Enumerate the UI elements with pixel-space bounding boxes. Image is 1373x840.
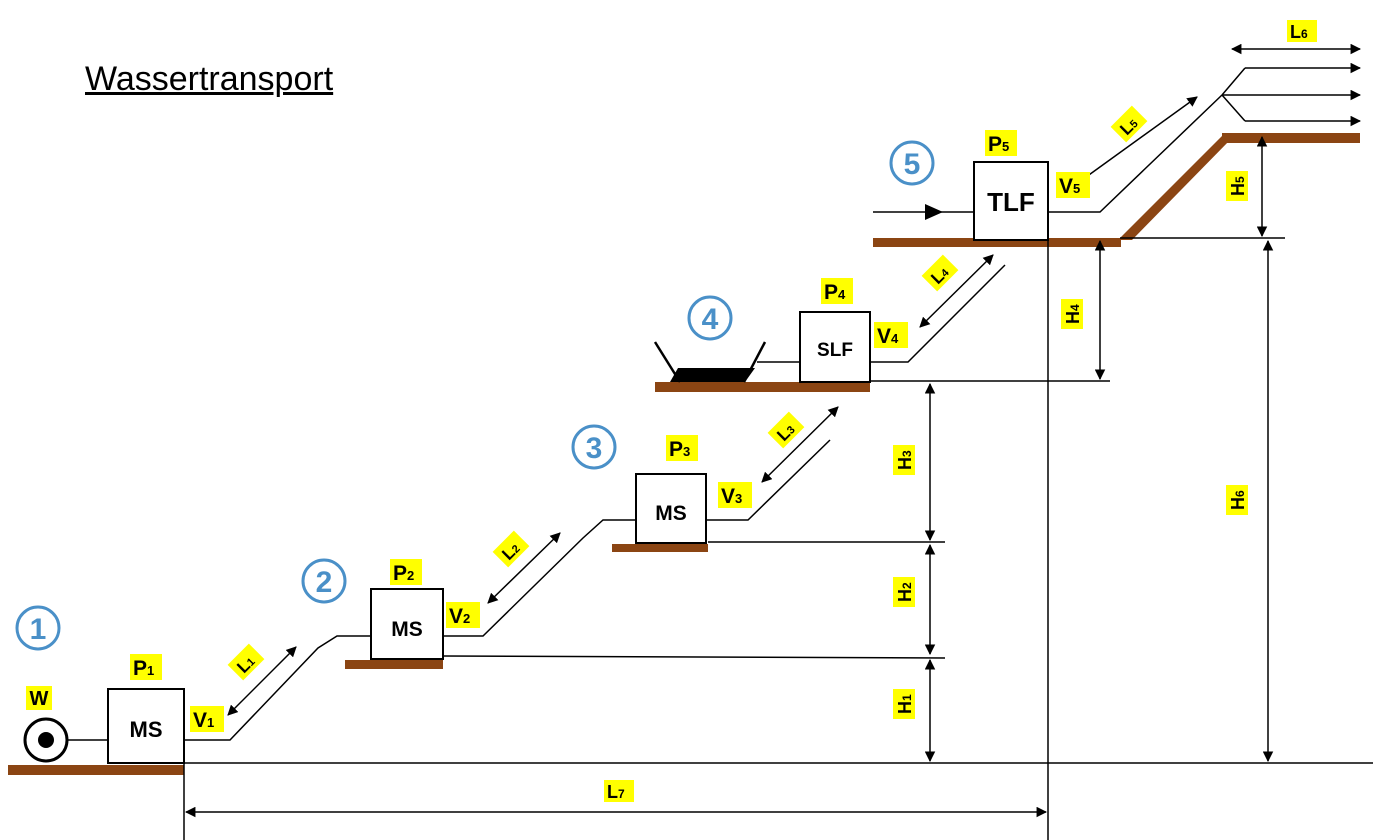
ground-station-5 — [873, 238, 1121, 247]
water-source-dot — [38, 732, 54, 748]
svg-text:P4: P4 — [824, 281, 846, 304]
level-line-2 — [442, 655, 946, 659]
length-arrow-3 — [761, 406, 839, 483]
basin-wall-right — [742, 341, 767, 383]
svg-text:H2: H2 — [895, 582, 915, 602]
pump-label-3: MS — [655, 502, 687, 525]
pressure-label-3: P3 — [666, 435, 698, 461]
length-label-5: L5 — [1110, 105, 1148, 143]
svg-text:P3: P3 — [669, 438, 690, 461]
svg-text:L6: L6 — [1290, 22, 1308, 42]
svg-text:H1: H1 — [895, 694, 915, 714]
station-number-3: 3 — [571, 424, 617, 470]
pressure-label-5: P5 — [985, 130, 1017, 156]
svg-text:3: 3 — [586, 432, 603, 465]
branch-bottom — [1221, 94, 1246, 122]
length-arrow-2 — [487, 532, 561, 604]
length-arrow-1 — [227, 646, 297, 716]
height-label-5: H5 — [1226, 171, 1248, 201]
svg-text:V1: V1 — [193, 709, 214, 732]
svg-text:H4: H4 — [1063, 304, 1083, 324]
length-label-6: L6 — [1287, 20, 1317, 42]
ground-station-3 — [612, 544, 708, 552]
station-number-2: 2 — [301, 558, 347, 604]
pump-label-2: MS — [391, 618, 423, 641]
svg-text:V2: V2 — [449, 605, 470, 628]
length-label-1: L1 — [227, 643, 265, 681]
pipeline-1 — [184, 635, 371, 741]
svg-text:5: 5 — [904, 148, 921, 181]
svg-text:H3: H3 — [895, 450, 915, 470]
pump-label-1: MS — [130, 717, 163, 742]
pressure-label-4: P4 — [821, 278, 853, 304]
pump-label-5: TLF — [987, 187, 1035, 217]
length-label-4: L4 — [921, 254, 959, 292]
basin-wall-left — [653, 341, 682, 383]
svg-text:P1: P1 — [133, 657, 154, 680]
svg-text:4: 4 — [702, 303, 719, 336]
svg-text:1: 1 — [30, 613, 47, 646]
svg-text:L7: L7 — [607, 782, 625, 802]
volume-label-4: V4 — [874, 322, 908, 348]
water-source-label: W — [26, 686, 52, 710]
open-basin-icon — [670, 368, 755, 382]
volume-label-3: V3 — [718, 482, 752, 508]
volume-label-2: V2 — [446, 602, 480, 628]
pump-label-4: SLF — [817, 340, 853, 361]
svg-text:H5: H5 — [1228, 176, 1248, 196]
station-number-4: 4 — [687, 295, 733, 341]
volume-label-1: V1 — [190, 706, 224, 732]
pump-box-4 — [799, 311, 871, 383]
pump-box-5 — [973, 161, 1049, 241]
svg-text:H6: H6 — [1228, 490, 1248, 510]
ground-station-2 — [345, 660, 443, 669]
inflow-arrowhead-5 — [925, 204, 943, 220]
station-number-5: 5 — [889, 140, 935, 186]
pump-box-1 — [107, 688, 185, 764]
length-arrow-5 — [1074, 96, 1198, 186]
height-label-2: H2 — [893, 577, 915, 607]
ground-station-1 — [8, 765, 184, 775]
ground-top-right — [1222, 133, 1360, 143]
height-label-6: H6 — [1226, 485, 1248, 515]
length-label-2: L2 — [492, 530, 530, 568]
height-label-4: H4 — [1061, 299, 1083, 329]
pressure-label-1: P1 — [130, 654, 162, 680]
pump-box-3 — [635, 473, 707, 544]
svg-text:P5: P5 — [988, 133, 1009, 156]
pipeline-2 — [443, 519, 636, 637]
svg-text:W: W — [30, 688, 49, 710]
ground-station-4 — [655, 382, 870, 392]
length-label-7: L7 — [604, 780, 634, 802]
svg-text:P2: P2 — [393, 562, 414, 585]
length-label-3: L3 — [767, 411, 805, 449]
svg-text:2: 2 — [316, 566, 333, 599]
volume-label-5: V5 — [1056, 172, 1090, 198]
ground-slope-5 — [1118, 134, 1230, 240]
branch-top — [1221, 67, 1246, 96]
diagram-title: Wassertransport — [85, 60, 334, 98]
pressure-label-2: P2 — [390, 559, 422, 585]
pump-box-2 — [370, 588, 444, 660]
svg-text:V5: V5 — [1059, 175, 1080, 198]
station-number-1: 1 — [15, 605, 61, 651]
length-arrow-4 — [919, 254, 994, 328]
height-label-1: H1 — [893, 689, 915, 719]
height-label-3: H3 — [893, 445, 915, 475]
svg-text:V3: V3 — [721, 485, 742, 508]
svg-text:V4: V4 — [877, 325, 899, 348]
